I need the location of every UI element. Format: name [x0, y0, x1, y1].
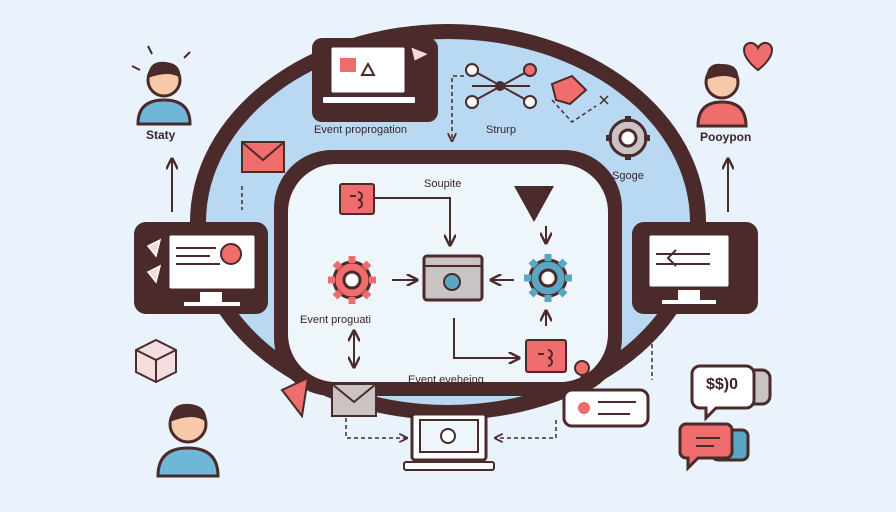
gear-icon [524, 254, 572, 302]
user-label: Staty [146, 128, 176, 142]
laptop-icon [403, 412, 495, 471]
envelope-icon [241, 141, 285, 173]
laptop-icon [312, 38, 438, 122]
monitor-icon [632, 222, 758, 314]
sparkle-icon [313, 61, 749, 251]
network-label: Strurp [486, 124, 516, 136]
speech-bubble-icon [562, 360, 650, 428]
box-icon [550, 74, 588, 106]
speech-bubble-icon [690, 364, 772, 422]
inner-bottom-label: Event eveheing [408, 374, 484, 386]
paper-plane-icon [280, 376, 310, 419]
link-icon [339, 183, 375, 215]
gear-icon [606, 116, 650, 160]
user-label: Pooypon [700, 130, 752, 144]
person-icon [156, 403, 220, 478]
laptop-label: Event proprogation [314, 124, 407, 136]
person-icon [131, 45, 192, 126]
envelope-icon [331, 383, 377, 417]
paper-plane-icon [408, 44, 433, 64]
inner-left-label: Event proguati [300, 314, 371, 326]
speech-bubble-text: $$)0 [706, 376, 739, 393]
dashed-arrows [241, 75, 653, 438]
heart-icon [742, 42, 774, 72]
inner-top-label: Soupite [424, 178, 462, 190]
flow-arrows [354, 197, 546, 366]
link-icon [525, 339, 567, 373]
speech-bubble-icon [678, 422, 750, 472]
person-icon [696, 63, 748, 128]
gear-label: Sgoge [612, 170, 644, 182]
network-icon [465, 63, 537, 109]
monitor-icon [134, 222, 268, 314]
user-arrows [172, 160, 728, 212]
browser-window-icon [422, 254, 484, 302]
gear-icon [328, 256, 376, 304]
paper-plane-icon [514, 186, 554, 222]
box-icon [135, 338, 177, 384]
